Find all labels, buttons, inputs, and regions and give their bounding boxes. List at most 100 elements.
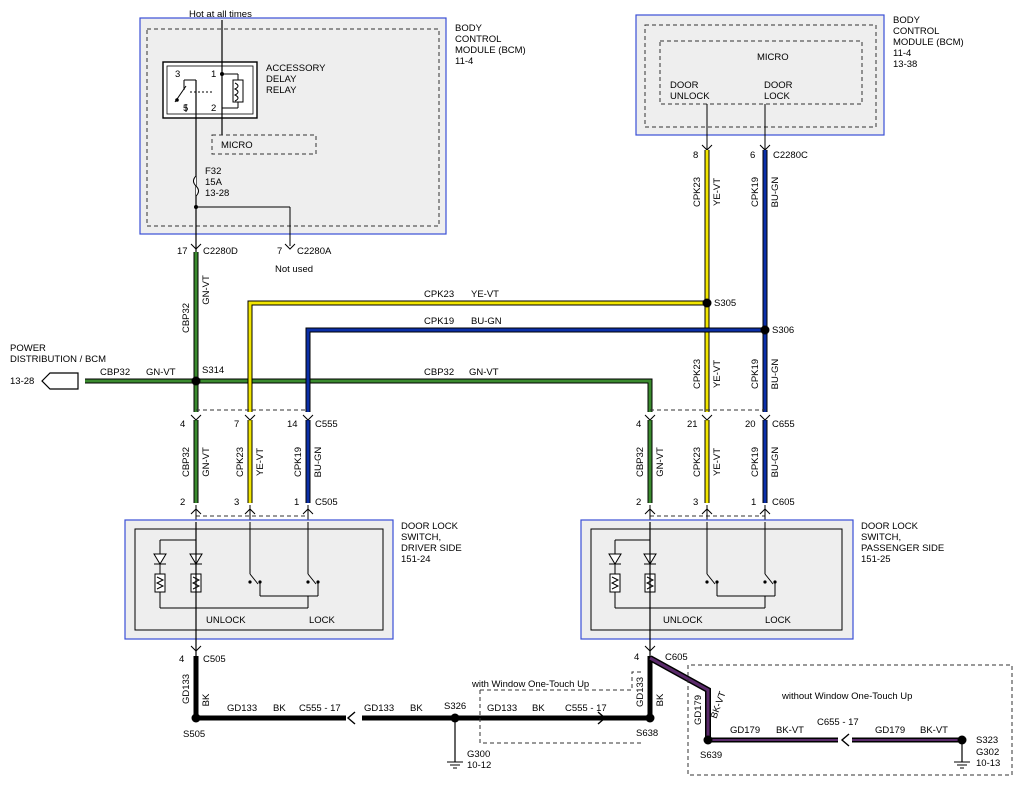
passenger-unlock: UNLOCK — [663, 615, 703, 626]
g300-label: G300 — [467, 749, 490, 760]
label-cpk23-l: CPK23 — [235, 447, 246, 477]
switch-driver: DOOR LOCK SWITCH, DRIVER SIDE 151-24 — [124, 519, 462, 660]
fuse-rating: 15A — [205, 177, 223, 188]
label-cbp32-v: CBP32 — [181, 303, 192, 333]
pin-c605-4: 4 — [634, 652, 639, 663]
bcm-right-title-5: 13-38 — [893, 59, 917, 70]
pin-555-4: 4 — [180, 419, 185, 430]
pin-605-1: 1 — [751, 497, 756, 508]
unlock-switch-icon — [249, 573, 259, 585]
s305-label: S305 — [714, 298, 736, 309]
splice-s306 — [760, 325, 770, 335]
s323-label: S323 — [976, 735, 998, 746]
label-gd133-h2: GD133 — [364, 703, 394, 714]
door-lock-1: DOOR — [764, 80, 793, 91]
label-gd133-h1: GD133 — [227, 703, 257, 714]
switch-passenger: DOOR LOCK SWITCH, PASSENGER SIDE 151-25 — [580, 519, 944, 660]
wire-labels: CBP32 GN-VT CPK23 YE-VT CPK19 BU-GN CPK2… — [100, 177, 795, 508]
label-yevt-v-top: YE-VT — [712, 178, 723, 206]
conn-c505: C505 — [315, 497, 338, 508]
label-cpk19-h: CPK19 — [424, 316, 454, 327]
label-gd133-h3: GD133 — [487, 703, 517, 714]
fuse-ref: 13-28 — [205, 188, 229, 199]
micro-right-label: MICRO — [757, 52, 789, 63]
led-icon — [153, 539, 308, 609]
label-cpk19-v-top: CPK19 — [750, 177, 761, 207]
relay-label-3: RELAY — [266, 85, 297, 96]
label-bugn-v-mid: BU-GN — [770, 359, 781, 390]
driver-lock: LOCK — [309, 615, 336, 626]
label-bugn-l: BU-GN — [313, 447, 324, 478]
conn-c2280a: C2280A — [297, 246, 332, 257]
relay-pin-2: 2 — [211, 103, 216, 114]
label-bugn-r: BU-GN — [770, 447, 781, 478]
power-label-1: POWER — [10, 343, 46, 354]
driver-title-3: DRIVER SIDE — [401, 543, 462, 554]
label-yevt-l: YE-VT — [255, 448, 266, 476]
passenger-title-3: PASSENGER SIDE — [861, 543, 944, 554]
lock-switch-icon — [307, 573, 317, 585]
passenger-title-4: 151-25 — [861, 554, 891, 565]
label-cbp32-l: CBP32 — [181, 447, 192, 477]
label-cpk23-h: CPK23 — [424, 289, 454, 300]
pin-655-4: 4 — [636, 419, 641, 430]
label-gd133-v: GD133 — [181, 674, 192, 704]
label-cbp32-h: CBP32 — [424, 367, 454, 378]
pin-6: 6 — [750, 150, 755, 161]
door-lock-2: LOCK — [764, 91, 791, 102]
not-used-label: Not used — [275, 264, 313, 275]
label-bugn-h: BU-GN — [471, 316, 502, 327]
relay-label-1: ACCESSORY — [266, 63, 326, 74]
label-yevt-r: YE-VT — [712, 448, 723, 476]
bcm-right-title-4: 11-4 — [893, 48, 911, 59]
s326-label: S326 — [444, 701, 466, 712]
pin-c505-4: 4 — [179, 654, 184, 665]
bcm-right-title-2: CONTROL — [893, 26, 939, 37]
pin-505-3: 3 — [234, 497, 239, 508]
bcm-left-title-4: 11-4 — [455, 56, 473, 67]
conn-c605-lower: C605 — [665, 652, 688, 663]
label-c655-17: C655 - 17 — [817, 717, 859, 728]
splice-s505 — [191, 713, 201, 723]
pin-655-20: 20 — [745, 419, 756, 430]
without-touch-label: without Window One-Touch Up — [781, 691, 912, 702]
label-cpk19-r: CPK19 — [750, 447, 761, 477]
hot-at-all-times-label: Hot at all times — [189, 9, 252, 20]
driver-unlock: UNLOCK — [206, 615, 246, 626]
label-cpk19-l: CPK19 — [293, 447, 304, 477]
label-cpk23-r: CPK23 — [692, 447, 703, 477]
relay-label-2: DELAY — [266, 74, 297, 85]
connector-c555-17-icon — [597, 711, 607, 725]
label-c555-17: C555 - 17 — [299, 703, 341, 714]
label-cpk23-v-mid: CPK23 — [692, 359, 703, 389]
label-bk-v-r: BK — [655, 693, 666, 706]
conn-c2280c: C2280C — [773, 150, 808, 161]
label-bk-h2: BK — [410, 703, 423, 714]
label-gnvt-power: GN-VT — [146, 367, 176, 378]
conn-c2280d: C2280D — [203, 246, 238, 257]
ground-icon — [954, 761, 970, 769]
lock-switch-icon — [764, 573, 774, 585]
s638-label: S638 — [636, 728, 658, 739]
connector-c655-17-icon — [840, 733, 850, 747]
splice-s305 — [702, 298, 712, 308]
bcm-right: MICRO DOOR UNLOCK DOOR LOCK BODY CONTROL… — [635, 14, 964, 161]
pin-555-14: 14 — [287, 419, 298, 430]
label-gnvt-l: GN-VT — [201, 447, 212, 477]
bcm-right-title-3: MODULE (BCM) — [893, 37, 964, 48]
pin-8: 8 — [693, 150, 698, 161]
conn-c605: C605 — [772, 497, 795, 508]
pin-505-2: 2 — [180, 497, 185, 508]
with-touch-label: with Window One-Touch Up — [471, 679, 589, 690]
wires — [85, 150, 771, 522]
led-icon — [608, 539, 765, 609]
pin-605-2: 2 — [636, 497, 641, 508]
s505-label: S505 — [183, 729, 205, 740]
driver-title-4: 151-24 — [401, 554, 431, 565]
splice-s314 — [191, 376, 201, 386]
conn-c505-lower: C505 — [203, 654, 226, 665]
conn-c555: C555 — [315, 419, 338, 430]
splice-s639 — [703, 735, 713, 745]
